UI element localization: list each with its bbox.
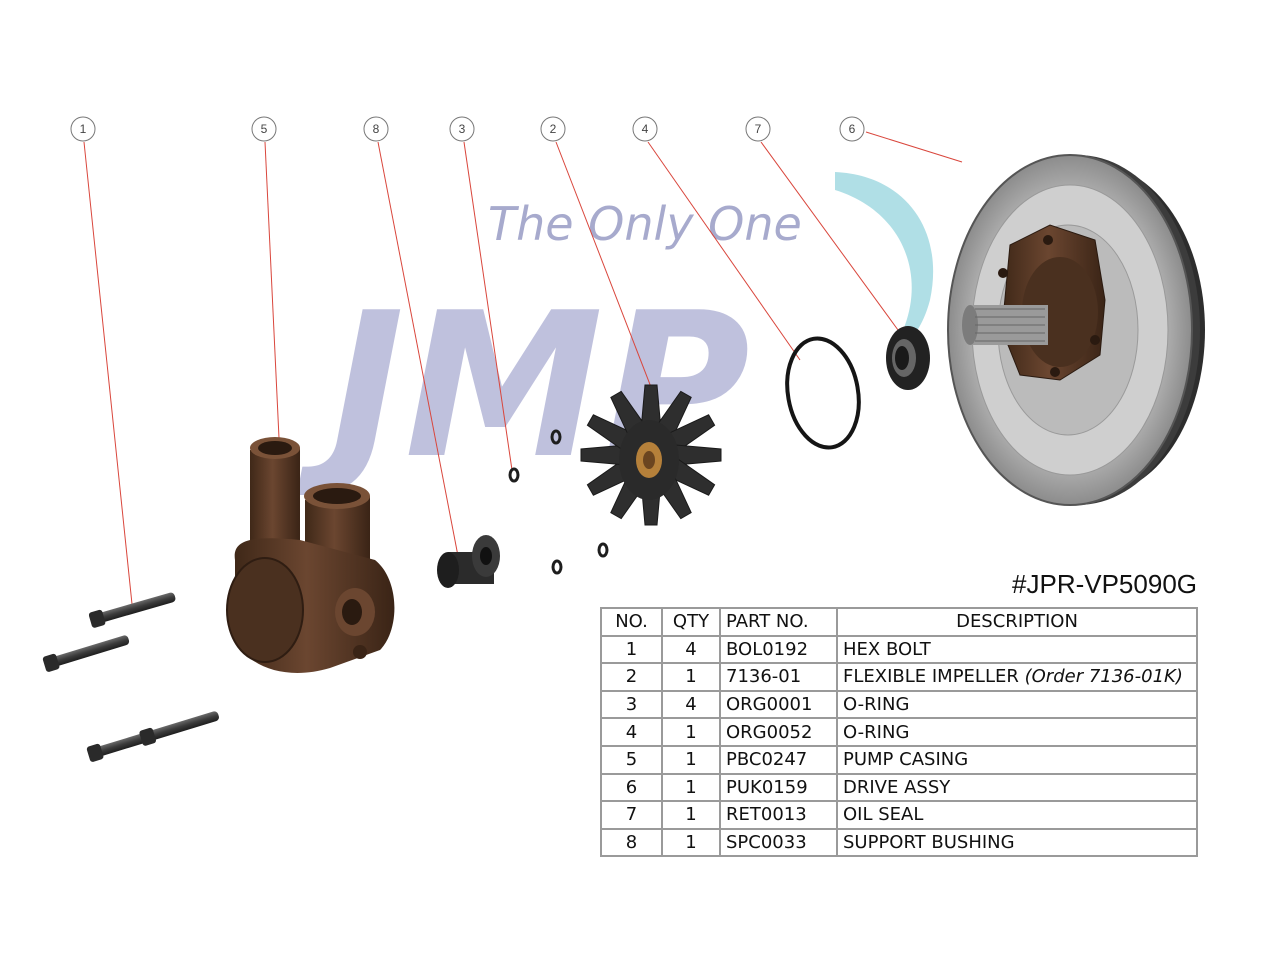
table-row: 3 4 ORG0001 O-RING (600, 689, 1198, 720)
cell-part-no: 7136-01 (719, 662, 838, 692)
o-ring-small (550, 429, 562, 445)
svg-text:3: 3 (459, 122, 466, 136)
cell-no: 8 (600, 827, 663, 858)
leader-line-6 (865, 131, 963, 163)
cell-no: 6 (600, 772, 663, 803)
cell-qty: 1 (661, 717, 721, 747)
cell-part-no: SPC0033 (719, 827, 838, 858)
oil-seal (886, 326, 930, 390)
cell-qty: 1 (661, 772, 721, 803)
watermark-tagline: The Only One (488, 197, 802, 251)
cell-part-no: PBC0247 (719, 744, 838, 775)
cell-part-no: ORG0052 (719, 717, 838, 747)
svg-text:8: 8 (373, 122, 380, 136)
cell-qty: 1 (661, 800, 721, 830)
table-row: 1 4 BOL0192 HEX BOLT (600, 634, 1198, 665)
header-qty: QTY (661, 607, 721, 637)
support-bushing (437, 535, 500, 588)
table-row: 7 1 RET0013 OIL SEAL (600, 800, 1198, 830)
table-row: 5 1 PBC0247 PUMP CASING (600, 744, 1198, 775)
cell-part-no: RET0013 (719, 800, 838, 830)
cell-no: 5 (600, 744, 663, 775)
flexible-impeller (580, 384, 722, 526)
svg-text:2: 2 (550, 122, 557, 136)
leader-line-5 (264, 141, 280, 439)
callout-3: 3 (449, 116, 475, 142)
table-row: 6 1 PUK0159 DRIVE ASSY (600, 772, 1198, 803)
cell-qty: 1 (661, 662, 721, 692)
pump-casing (226, 437, 395, 673)
cell-part-no: BOL0192 (719, 634, 838, 665)
header-description: DESCRIPTION (836, 607, 1198, 637)
cell-no: 1 (600, 634, 663, 665)
table-row: 2 1 7136-01 FLEXIBLE IMPELLER (Order 713… (600, 662, 1198, 692)
cell-qty: 4 (661, 689, 721, 720)
table-row: 8 1 SPC0033 SUPPORT BUSHING (600, 827, 1198, 858)
svg-text:5: 5 (261, 122, 268, 136)
header-part-no: PART NO. (719, 607, 838, 637)
cell-description: PUMP CASING (836, 744, 1198, 775)
svg-text:6: 6 (849, 122, 856, 136)
cell-no: 2 (600, 662, 663, 692)
svg-text:7: 7 (755, 122, 762, 136)
callout-7: 7 (745, 116, 771, 142)
o-ring-small (597, 542, 609, 558)
cell-description: DRIVE ASSY (836, 772, 1198, 803)
model-number: #JPR-VP5090G (1012, 569, 1197, 599)
callout-5: 5 (251, 116, 277, 142)
hex-bolt (86, 711, 219, 762)
callout-1: 1 (70, 116, 96, 142)
cell-description: O-RING (836, 689, 1198, 720)
order-note: (Order 7136-01K) (1024, 666, 1183, 688)
drive-assy (947, 154, 1205, 506)
leader-line-8 (377, 141, 459, 557)
small-o-rings (508, 429, 609, 575)
hex-bolts (42, 592, 219, 762)
cell-no: 3 (600, 689, 663, 720)
cell-description: OIL SEAL (836, 800, 1198, 830)
leader-line-3 (463, 141, 513, 471)
cell-part-no: ORG0001 (719, 689, 838, 720)
svg-text:4: 4 (642, 122, 649, 136)
leader-line-1 (83, 141, 133, 605)
table-row: 4 1 ORG0052 O-RING (600, 717, 1198, 747)
cell-description: HEX BOLT (836, 634, 1198, 665)
parts-table: NO. QTY PART NO. DESCRIPTION 1 4 BOL0192… (600, 607, 1198, 858)
large-o-ring (785, 336, 861, 450)
callout-8: 8 (363, 116, 389, 142)
callout-6: 6 (839, 116, 865, 142)
o-ring-small (551, 559, 563, 575)
hex-bolt (42, 635, 130, 672)
table-header-row: NO. QTY PART NO. DESCRIPTION (600, 607, 1198, 637)
cell-description: FLEXIBLE IMPELLER (Order 7136-01K) (836, 662, 1198, 692)
cell-no: 7 (600, 800, 663, 830)
cell-part-no: PUK0159 (719, 772, 838, 803)
leader-line-7 (760, 141, 899, 331)
cell-qty: 1 (661, 827, 721, 858)
leader-line-4 (647, 141, 801, 361)
leader-line-2 (555, 141, 657, 401)
cell-description: SUPPORT BUSHING (836, 827, 1198, 858)
cell-qty: 4 (661, 634, 721, 665)
callout-balloons: 1 5 8 3 2 4 7 6 (70, 116, 865, 142)
callout-4: 4 (632, 116, 658, 142)
header-no: NO. (600, 607, 663, 637)
hex-bolt (88, 592, 176, 628)
leader-lines (83, 131, 963, 605)
callout-2: 2 (540, 116, 566, 142)
svg-text:1: 1 (80, 122, 87, 136)
o-ring-small (508, 467, 520, 483)
cell-qty: 1 (661, 744, 721, 775)
cell-no: 4 (600, 717, 663, 747)
cell-description: O-RING (836, 717, 1198, 747)
watermark-swoosh-icon (835, 172, 934, 340)
